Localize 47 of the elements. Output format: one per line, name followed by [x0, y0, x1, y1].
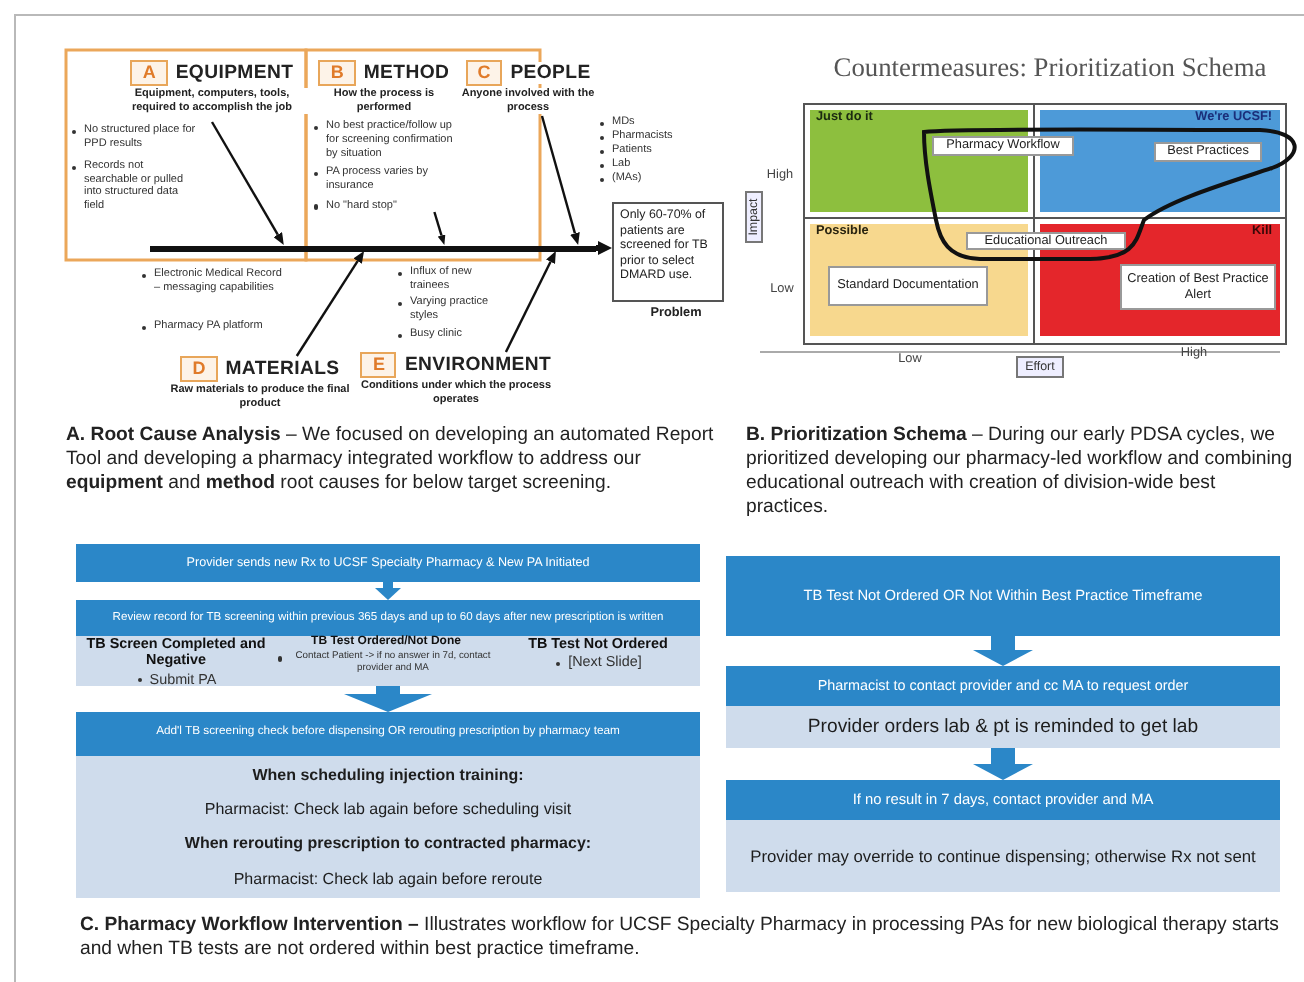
item-box [1120, 264, 1276, 310]
arrow [973, 748, 1033, 780]
item-box [828, 266, 988, 306]
item-box [932, 136, 1074, 156]
step-bar [76, 600, 700, 636]
category-letter: D [180, 356, 218, 382]
arrow [295, 251, 365, 357]
figure-caption: C. Pharmacy Workflow Intervention – Illustrates workflow for UCSF Specialty Pharmacy in processing PAs for new biological therapy starts and when TB tests are not ordered within best practice timeframe. [80, 914, 1281, 963]
item-box [966, 232, 1126, 250]
category-title: EQUIPMENT [175, 62, 294, 84]
step-bar [726, 780, 1280, 820]
category-title: METHOD [363, 62, 450, 84]
arrow [596, 241, 612, 255]
arrow [433, 211, 446, 245]
problem-box [612, 202, 724, 302]
category-letter: C [465, 60, 503, 86]
arrow [210, 121, 284, 245]
outcome-panel [76, 636, 700, 686]
category-title: MATERIALS [225, 358, 340, 380]
category-letter: E [360, 352, 397, 378]
step-bar [726, 556, 1280, 636]
fishbone-spine [150, 245, 596, 251]
arrow [973, 636, 1033, 666]
step-panel [76, 756, 700, 898]
arrow [504, 251, 556, 353]
step-text: Pharmacist: Check lab again before scheduling visit [204, 800, 572, 820]
chart-title: Countermeasures: Prioritization Schema [831, 52, 1269, 84]
arrow [375, 582, 401, 600]
step-bar [76, 712, 700, 756]
step-panel [726, 706, 1280, 748]
arrow [540, 115, 580, 245]
figure-caption: B. Prioritization Schema – During our early PDSA cycles, we prioritized developing our pharmacy-led workflow and combining educational outreach with creation of division-wide best practices. [746, 424, 1294, 521]
step-bar [76, 544, 700, 582]
arrow [344, 686, 432, 712]
item-box [1154, 142, 1262, 162]
category-title: PEOPLE [510, 62, 591, 84]
step-panel [726, 820, 1280, 892]
category-letter: B [318, 60, 356, 86]
step-text: Pharmacist: Check lab again before reroute [233, 869, 543, 889]
category-title: ENVIRONMENT [404, 354, 552, 376]
step-text: When rerouting prescription to contracted pharmacy: [184, 834, 592, 854]
step-text: Provider may override to continue dispensing; otherwise Rx not sent [750, 845, 1256, 867]
step-text: When scheduling injection training: [252, 765, 524, 785]
figure-caption: A. Root Cause Analysis – We focused on developing an automated Report Tool and developing a pharmacy integrated workflow to address our equipment and method root causes for below target screening. [66, 424, 716, 497]
step-bar [726, 666, 1280, 706]
category-letter: A [130, 60, 168, 86]
step-text: Provider orders lab & pt is reminded to get lab [807, 715, 1199, 739]
